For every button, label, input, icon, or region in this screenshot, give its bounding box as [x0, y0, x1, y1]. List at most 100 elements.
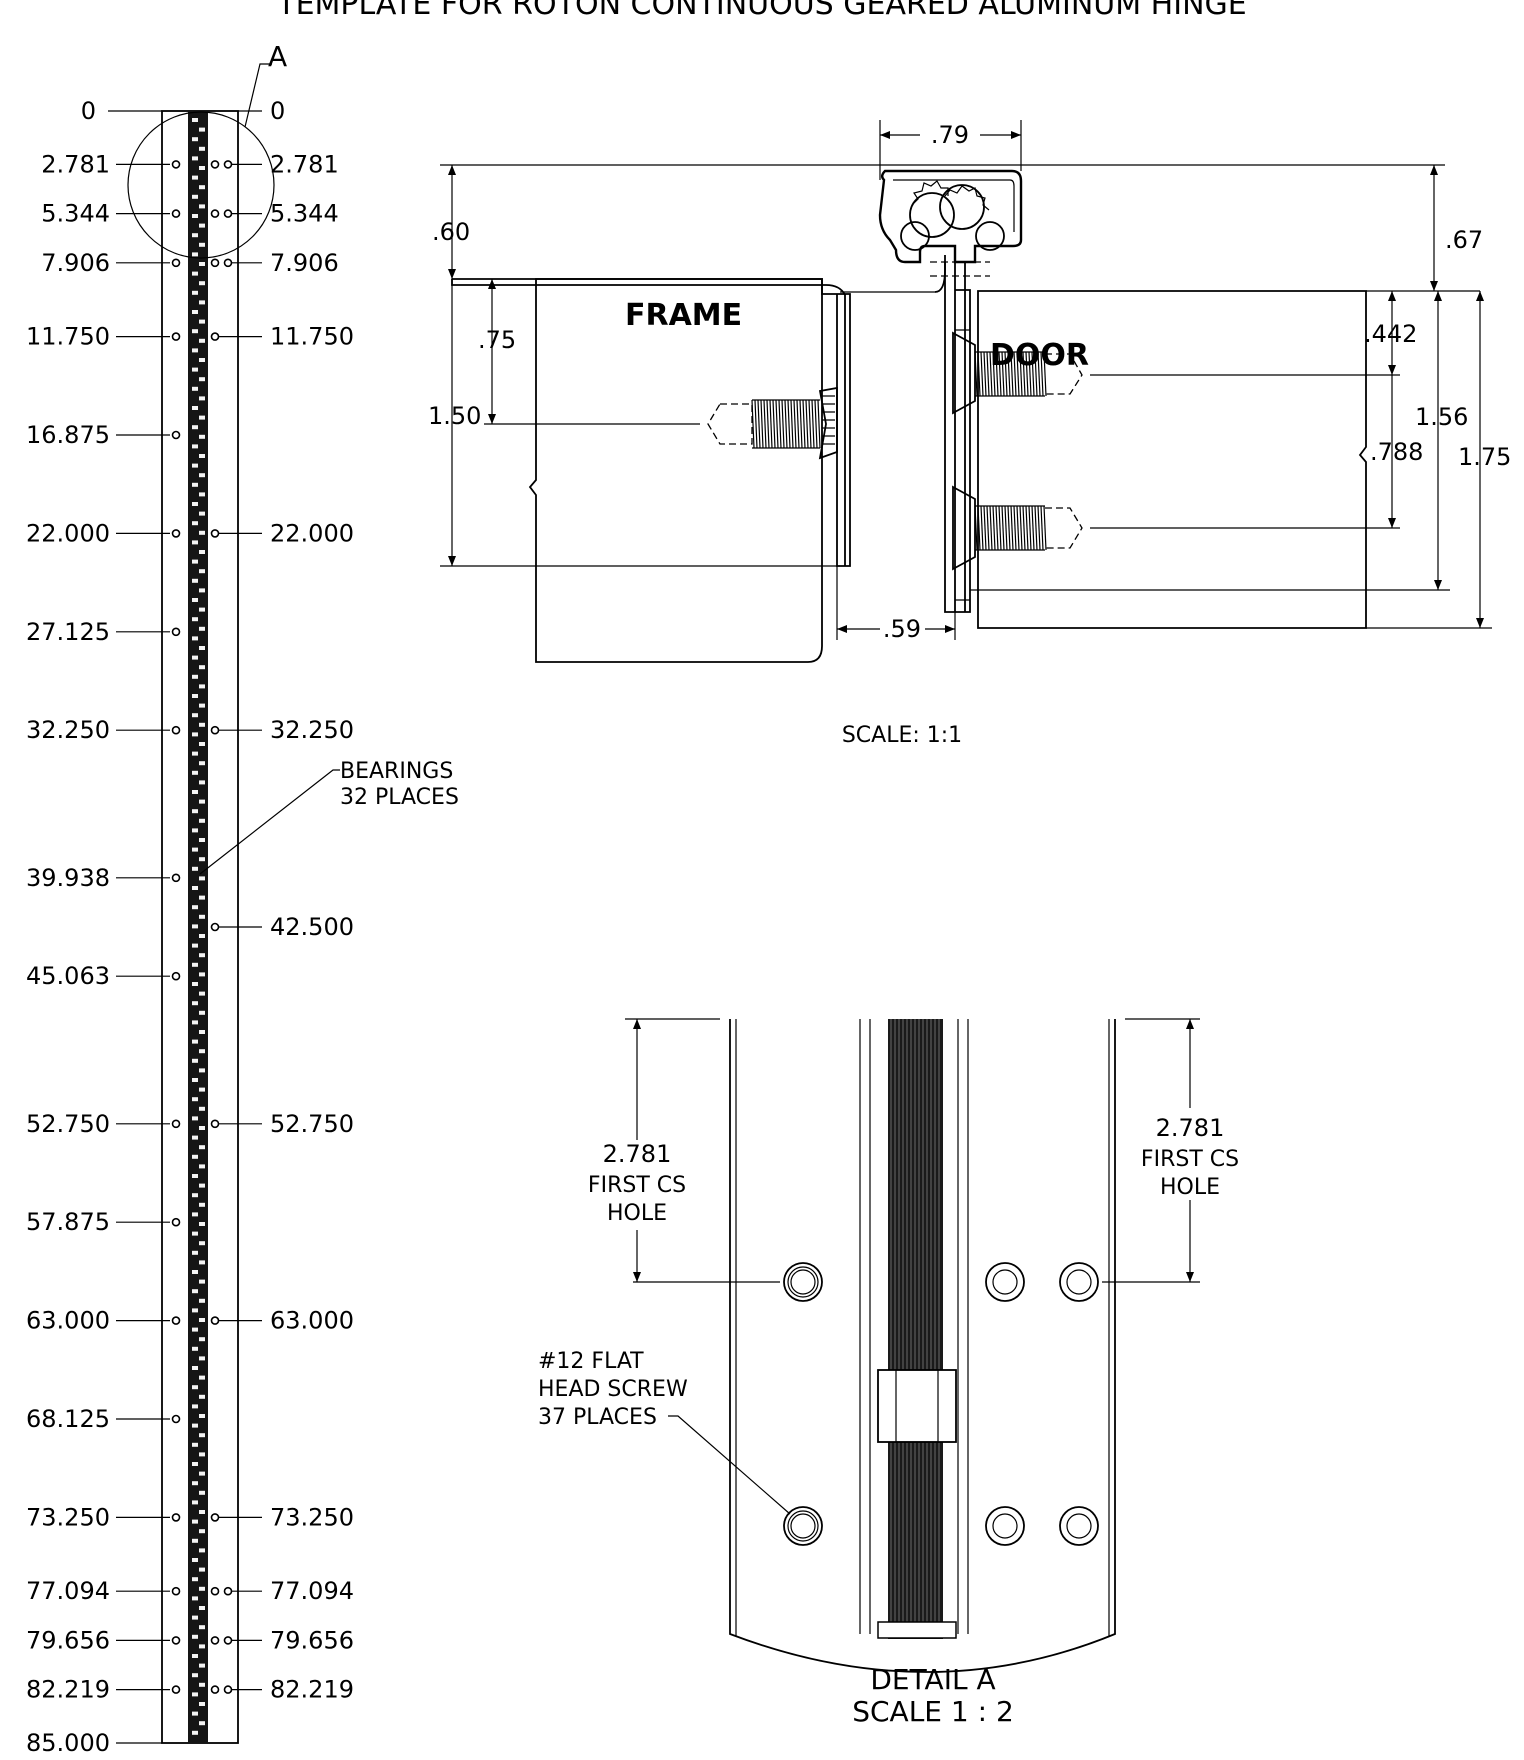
- knuckle-gap-mark: [192, 271, 198, 276]
- knuckle-gap-mark: [199, 1337, 205, 1342]
- knuckle-gap-mark: [199, 1106, 205, 1111]
- knuckle-gap-mark: [199, 876, 205, 881]
- knuckle-gap-mark: [199, 127, 205, 132]
- knuckle-gap-mark: [199, 223, 205, 228]
- detail-left-dim-value: 2.781: [603, 1140, 672, 1168]
- knuckle-gap-mark: [192, 617, 198, 622]
- knuckle-gap-mark: [192, 1174, 198, 1178]
- knuckle-gap-mark: [199, 1721, 205, 1726]
- knuckle-gap-mark: [199, 703, 205, 708]
- knuckle-gap-mark: [199, 1625, 205, 1630]
- knuckle-gap-mark: [199, 1222, 205, 1226]
- knuckle-gap-mark: [192, 175, 198, 180]
- knuckle-gap-mark: [199, 1548, 205, 1553]
- knuckle-gap-mark: [199, 1586, 205, 1591]
- right-hole-dim-label: 5.344: [270, 200, 339, 228]
- center-pin: [944, 246, 966, 613]
- dim-door-spacing: .788: [1370, 438, 1423, 466]
- knuckle-gap-mark: [199, 1241, 205, 1246]
- right-hole-dim-label: 73.250: [270, 1503, 354, 1531]
- knuckle-gap-mark: [192, 310, 198, 314]
- knuckle-gap-mark: [192, 1558, 198, 1562]
- detail-scale: SCALE 1 : 2: [852, 1695, 1014, 1728]
- dim-frame-leaf: 1.50: [428, 402, 481, 430]
- detail-title: DETAIL A: [870, 1663, 995, 1696]
- knuckle-gap-mark: [199, 857, 205, 862]
- left-hole: [171, 1513, 181, 1522]
- right-hole-dim-label: 2.781: [270, 150, 339, 178]
- knuckle-gap-mark: [192, 1116, 198, 1121]
- dim-door-leaf: 1.56: [1415, 403, 1468, 431]
- knuckle-gap-mark: [199, 281, 205, 286]
- knuckle-gap-mark: [199, 761, 205, 766]
- left-hole: [171, 430, 181, 440]
- knuckle-gap-mark: [199, 530, 205, 535]
- knuckle-gap-mark: [192, 1442, 198, 1447]
- left-hole: [171, 627, 181, 637]
- knuckle-gap-mark: [192, 1250, 198, 1255]
- knuckle-gap-mark: [192, 1039, 198, 1044]
- knuckle-gap-mark: [192, 1673, 198, 1678]
- knuckle-gap-mark: [199, 166, 205, 170]
- left-hole-dim-label: 7.906: [41, 249, 110, 277]
- knuckle-gap-mark: [199, 473, 205, 478]
- knuckle-gap-mark: [199, 492, 205, 497]
- left-hole-dim-label: 77.094: [26, 1577, 110, 1605]
- knuckle-gap-mark: [192, 1481, 198, 1486]
- knuckle-gap-mark: [192, 1097, 198, 1102]
- knuckle-gap-mark: [192, 1711, 198, 1716]
- right-hole: [210, 160, 220, 169]
- knuckle-gap-mark: [199, 1126, 205, 1130]
- knuckle-gap-mark: [199, 607, 205, 612]
- knuckle-gap-mark: [199, 684, 205, 689]
- knuckle-gap-mark: [199, 1318, 205, 1322]
- knuckle-gap-mark: [192, 1001, 198, 1006]
- knuckle-gap-mark: [192, 406, 198, 410]
- detail-screw-hole: [1059, 1262, 1099, 1302]
- knuckle-gap-mark: [192, 1538, 198, 1543]
- knuckle-gap-mark: [199, 972, 205, 977]
- knuckle-gap-mark: [192, 674, 198, 679]
- knuckle-gap-mark: [192, 1289, 198, 1294]
- knuckle-gap-mark: [192, 425, 198, 430]
- left-hole: [171, 209, 181, 218]
- dim-door-total: 1.75: [1458, 443, 1511, 471]
- knuckle-gap-mark: [199, 626, 205, 631]
- knuckle-gap-mark: [192, 1346, 198, 1351]
- knuckle-gap-mark: [199, 511, 205, 516]
- knuckle-gap-mark: [199, 550, 205, 554]
- knuckle-gap-mark: [192, 1058, 198, 1063]
- knuckle-gap-mark: [199, 1394, 205, 1399]
- right-hole-dim-label: 42.500: [270, 913, 354, 941]
- left-hole: [171, 1685, 181, 1694]
- dim-knuckle-width: .79: [931, 121, 969, 149]
- right-hole: [223, 209, 233, 218]
- detail-screw-hole: [783, 1262, 823, 1302]
- right-hole: [223, 1586, 233, 1596]
- knuckle-gap-mark: [199, 434, 205, 439]
- detail-screw-hole: [985, 1262, 1025, 1302]
- knuckle-gap-mark: [192, 1615, 198, 1620]
- knuckle-gap-mark: [199, 646, 205, 650]
- knuckle-gap-mark: [192, 1135, 198, 1140]
- knuckle-gap-mark: [199, 569, 205, 574]
- left-hole-dim-label: 39.938: [26, 864, 110, 892]
- knuckle-gap-mark: [199, 338, 205, 343]
- right-hole: [210, 725, 220, 735]
- knuckle-gap-mark: [199, 1606, 205, 1610]
- knuckle-gap-mark: [199, 1030, 205, 1034]
- screw-note-line3: 37 PLACES: [538, 1405, 657, 1430]
- left-hole-dim-label: 5.344: [41, 200, 110, 228]
- left-hole-dim-label: 32.250: [26, 716, 110, 744]
- knuckle-gap-mark: [192, 386, 198, 391]
- knuckle-gap-mark: [199, 1375, 205, 1380]
- knuckle-gap-mark: [199, 454, 205, 458]
- knuckle-gap-mark: [199, 1279, 205, 1284]
- screw-note-line2: HEAD SCREW: [538, 1377, 688, 1402]
- knuckle-gap-mark: [199, 185, 205, 190]
- knuckle-gap-mark: [192, 1423, 198, 1428]
- right-hole: [210, 209, 220, 218]
- section-dimensions: .79 .60 .67 .75 1.50 .442 .788: [428, 120, 1511, 748]
- left-hole: [171, 160, 181, 169]
